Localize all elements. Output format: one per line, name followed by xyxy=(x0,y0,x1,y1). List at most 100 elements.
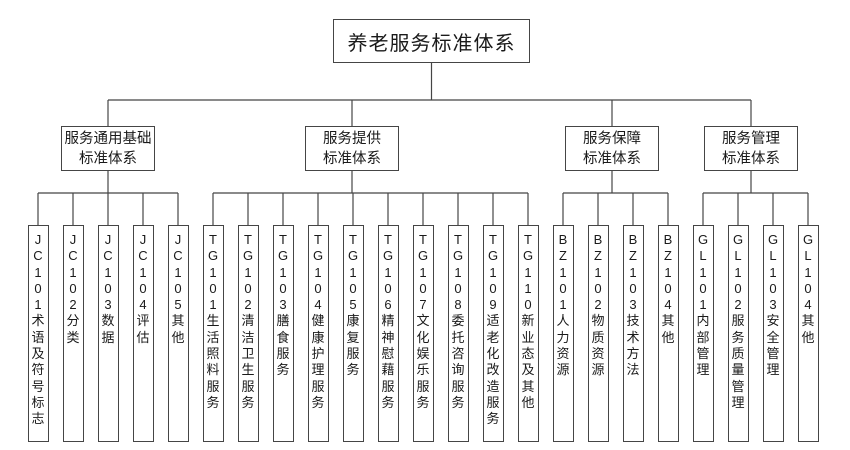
leaf-char: 服 xyxy=(346,346,360,362)
leaf-char: G xyxy=(382,248,394,264)
leaf-char: 号 xyxy=(31,378,45,394)
leaf-char: 1 xyxy=(104,264,112,280)
leaf-char: 0 xyxy=(174,280,182,296)
leaf-char: J xyxy=(174,232,182,247)
branch-node-service-provision: 服务提供 标准体系 xyxy=(305,126,399,171)
leaf-char: 0 xyxy=(734,280,742,296)
leaf-char: T xyxy=(524,232,532,247)
leaf-char: 3 xyxy=(629,297,637,313)
leaf-char: 1 xyxy=(454,264,462,280)
leaf-char: 估 xyxy=(136,329,150,345)
leaf-char: 2 xyxy=(69,297,77,313)
leaf-char: 安 xyxy=(766,313,780,329)
leaf-char: 7 xyxy=(419,297,427,313)
leaf-char: 委 xyxy=(451,313,465,329)
leaf-char: 务 xyxy=(346,362,360,378)
leaf-char: 0 xyxy=(384,280,392,296)
leaf-char: 1 xyxy=(699,264,707,280)
leaf-char: 服 xyxy=(276,346,290,362)
leaf-char: 生 xyxy=(206,313,220,329)
leaf-char: 洁 xyxy=(241,329,255,345)
leaf-char: 及 xyxy=(31,346,45,362)
leaf-char: 质 xyxy=(731,346,745,362)
leaf-char: L xyxy=(804,248,812,264)
leaf-char: 理 xyxy=(731,394,745,410)
leaf-char: 咨 xyxy=(451,346,465,362)
leaf-char: C xyxy=(68,248,78,264)
leaf-char: 4 xyxy=(314,297,322,313)
leaf-char: 法 xyxy=(626,362,640,378)
leaf-char: 1 xyxy=(139,264,147,280)
leaf-char: 膳 xyxy=(276,313,290,329)
leaf-char: 其 xyxy=(171,313,185,329)
leaf-char: B xyxy=(593,232,603,247)
leaf-char: 务 xyxy=(241,394,255,410)
leaf-char: 务 xyxy=(416,394,430,410)
leaf-char: 适 xyxy=(486,313,500,329)
leaf-char: 0 xyxy=(489,280,497,296)
leaf-char: 娱 xyxy=(416,346,430,362)
leaf-char: 1 xyxy=(769,264,777,280)
leaf-char: 0 xyxy=(664,280,672,296)
leaf-char: 技 xyxy=(626,313,640,329)
leaf-char: 评 xyxy=(136,313,150,329)
leaf-char: 托 xyxy=(451,329,465,345)
leaf-char: 藉 xyxy=(381,362,395,378)
leaf-char: T xyxy=(209,232,217,247)
branch-label-line2: 标准体系 xyxy=(323,150,381,167)
leaf-char: J xyxy=(69,232,77,247)
leaf-char: 1 xyxy=(279,264,287,280)
leaf-char: 2 xyxy=(594,297,602,313)
branch-label-line1: 服务管理 xyxy=(722,130,780,147)
leaf-char: 理 xyxy=(696,362,710,378)
leaf-char: 务 xyxy=(276,362,290,378)
leaf-char: 服 xyxy=(206,378,220,394)
leaf-char: 分 xyxy=(66,313,80,329)
leaf-char: 术 xyxy=(31,313,45,329)
leaf-char: 0 xyxy=(34,280,42,296)
leaf-char: 他 xyxy=(661,329,675,345)
leaf-char: T xyxy=(454,232,462,247)
leaf-char: 0 xyxy=(419,280,427,296)
leaf-char: G xyxy=(417,248,429,264)
leaf-char: L xyxy=(769,248,777,264)
leaf-char: B xyxy=(628,232,638,247)
leaf-char: 服 xyxy=(486,394,500,410)
leaf-char: 1 xyxy=(629,264,637,280)
leaf-char: 3 xyxy=(769,297,777,313)
leaf-char: 1 xyxy=(664,264,672,280)
leaf-char: 5 xyxy=(174,297,182,313)
leaf-char: J xyxy=(139,232,147,247)
leaf-char: 0 xyxy=(524,297,532,313)
leaf-char: 务 xyxy=(381,394,395,410)
leaf-char: 语 xyxy=(31,329,45,345)
leaf-char: T xyxy=(279,232,287,247)
leaf-char: 质 xyxy=(591,329,605,345)
leaf-char: 1 xyxy=(489,264,497,280)
leaf-char: 8 xyxy=(454,297,462,313)
leaf-char: 0 xyxy=(594,280,602,296)
leaf-char: 卫 xyxy=(241,346,255,362)
leaf-char: 4 xyxy=(139,297,147,313)
leaf-char: T xyxy=(244,232,252,247)
leaf-char: G xyxy=(207,248,219,264)
leaf-char: 0 xyxy=(314,280,322,296)
leaf-char: 1 xyxy=(209,264,217,280)
leaf-char: 0 xyxy=(769,280,777,296)
leaf-char: 1 xyxy=(559,264,567,280)
leaf-char: 务 xyxy=(486,411,500,427)
leaf-char: G xyxy=(802,232,814,247)
leaf-char: G xyxy=(522,248,534,264)
leaf-char: G xyxy=(697,232,709,247)
